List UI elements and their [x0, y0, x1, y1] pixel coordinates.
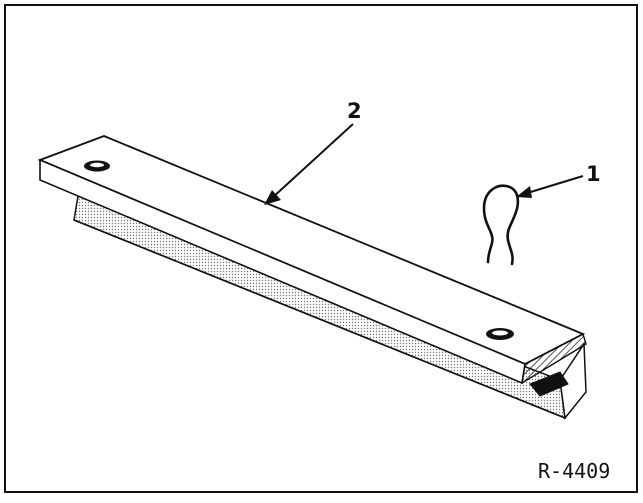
mounting-hole-right-highlight: [492, 330, 508, 336]
bracket-lower-edge: [73, 219, 566, 419]
mounting-hole-left-highlight: [90, 162, 104, 168]
bracket-lower-section: [529, 371, 569, 397]
bracket-end-section: [521, 332, 587, 385]
leader-arrow-part-2: [264, 123, 354, 205]
channel-bracket: [37, 135, 587, 420]
bracket-end-web: [559, 341, 587, 420]
leader-arrow-part-1: [516, 175, 584, 198]
part-label-2: 2: [347, 99, 362, 123]
part-label-1: 1: [586, 162, 601, 186]
figure-border: [4, 4, 638, 493]
reference-code: R-4409: [538, 459, 610, 483]
spring-clip: [482, 184, 520, 266]
bracket-front-face: [39, 158, 526, 385]
